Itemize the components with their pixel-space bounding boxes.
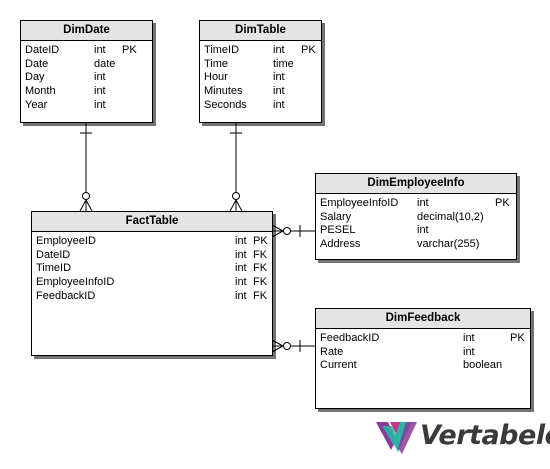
column-type: int <box>273 98 285 111</box>
column-name: Day <box>25 71 45 84</box>
column-type: int <box>94 85 106 98</box>
column-key: PK <box>495 197 510 209</box>
column-type: boolean <box>463 359 503 372</box>
column-name: FeedbackID <box>320 332 380 344</box>
column-row: Time time <box>200 58 321 72</box>
column-key: PK <box>510 332 525 344</box>
table-title: DimTable <box>200 21 321 41</box>
table-dimemployeeinfo[interactable]: DimEmployeeInfo EmployeeInfoID int PK Sa… <box>315 173 517 260</box>
column-row: DateID int PK <box>21 44 152 58</box>
column-type: int <box>94 71 106 84</box>
column-type: int <box>94 44 106 56</box>
column-key: PK <box>301 44 316 56</box>
column-name: Time <box>204 57 229 70</box>
column-name: FeedbackID <box>36 289 96 302</box>
column-name: EmployeeInfoID <box>320 197 399 209</box>
column-key: PK <box>122 44 137 56</box>
relation-dimfeedback-facttable <box>271 339 315 353</box>
column-key: PK <box>253 235 268 247</box>
column-name: DateID <box>36 248 71 261</box>
column-row: Date date <box>21 58 152 72</box>
column-row: Address varchar(255) <box>316 238 516 252</box>
column-row: TimeID int PK <box>200 44 321 58</box>
column-row: Current boolean <box>316 359 530 373</box>
column-type: int <box>235 289 247 302</box>
column-name: TimeID <box>36 262 72 275</box>
column-type: int <box>463 332 475 344</box>
table-dimdate[interactable]: DimDate DateID int PK Date date Day int … <box>20 20 153 123</box>
column-name: Salary <box>320 210 352 223</box>
column-row: Month int <box>21 85 152 99</box>
column-type: int <box>235 262 247 275</box>
column-name: EmployeeInfoID <box>36 276 115 289</box>
relation-dimdate-facttable <box>79 122 93 212</box>
column-type: int <box>235 235 247 247</box>
vertabelo-logo-icon <box>376 422 417 454</box>
table-title: DimFeedback <box>316 309 530 329</box>
column-row: FeedbackID int FK <box>32 290 272 304</box>
column-name: Current <box>320 359 357 372</box>
column-name: PESEL <box>320 224 356 237</box>
column-key: FK <box>253 248 268 261</box>
column-type: int <box>273 71 285 84</box>
column-name: Year <box>25 98 48 111</box>
column-key: FK <box>253 262 268 275</box>
relation-dimemployeeinfo-facttable <box>271 224 315 238</box>
table-title: DimDate <box>21 21 152 41</box>
column-name: Seconds <box>204 98 247 111</box>
column-type: varchar(255) <box>417 238 480 251</box>
column-name: Month <box>25 85 56 98</box>
column-type: int <box>463 345 475 358</box>
table-dimfeedback[interactable]: DimFeedback FeedbackID int PK Rate int C… <box>315 308 531 409</box>
column-row: Salary decimal(10,2) <box>316 211 516 225</box>
column-type: int <box>273 44 285 56</box>
table-title: FactTable <box>32 212 272 232</box>
table-facttable[interactable]: FactTable EmployeeID int PK DateID int F… <box>31 211 273 356</box>
column-type: time <box>273 57 294 70</box>
column-row: EmployeeInfoID int FK <box>32 276 272 290</box>
column-name: Date <box>25 57 49 70</box>
column-type: int <box>235 248 247 261</box>
column-row: TimeID int FK <box>32 262 272 276</box>
column-row: Day int <box>21 71 152 85</box>
column-key: FK <box>253 276 268 289</box>
column-name: TimeID <box>204 44 240 56</box>
column-key: FK <box>253 289 268 302</box>
column-row: Seconds int <box>200 99 321 113</box>
column-row: Rate int <box>316 346 530 360</box>
column-row: Minutes int <box>200 85 321 99</box>
relation-dimtable-facttable <box>229 122 243 212</box>
column-row: DateID int FK <box>32 249 272 263</box>
vertabelo-logo: Vertabelo <box>376 416 550 462</box>
column-type: int <box>417 197 429 209</box>
column-row: Hour int <box>200 71 321 85</box>
column-type: decimal(10,2) <box>417 210 484 223</box>
column-name: Address <box>320 238 361 251</box>
column-name: DateID <box>25 44 60 56</box>
column-row: FeedbackID int PK <box>316 332 530 346</box>
column-name: Rate <box>320 345 344 358</box>
table-dimtable[interactable]: DimTable TimeID int PK Time time Hour in… <box>199 20 322 123</box>
column-row: Year int <box>21 99 152 113</box>
column-row: PESEL int <box>316 224 516 238</box>
vertabelo-logo-text: Vertabelo <box>420 420 550 451</box>
column-name: Minutes <box>204 85 243 98</box>
column-type: date <box>94 57 116 70</box>
column-type: int <box>94 98 106 111</box>
column-name: Hour <box>204 71 228 84</box>
column-row: EmployeeInfoID int PK <box>316 197 516 211</box>
column-type: int <box>417 224 429 237</box>
column-type: int <box>235 276 247 289</box>
table-title: DimEmployeeInfo <box>316 174 516 194</box>
column-name: EmployeeID <box>36 235 96 247</box>
column-row: EmployeeID int PK <box>32 235 272 249</box>
column-type: int <box>273 85 285 98</box>
